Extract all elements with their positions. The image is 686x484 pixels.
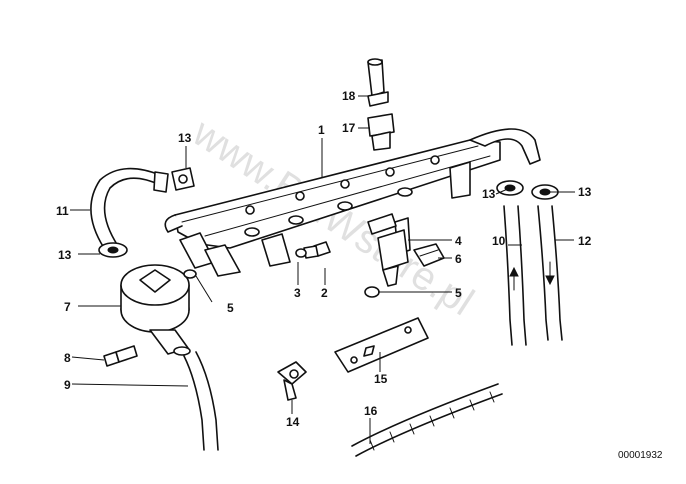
callout-14: 14 <box>286 415 300 429</box>
callout-11: 11 <box>56 204 69 218</box>
callout-13d: 13 <box>578 185 592 199</box>
callout-15: 15 <box>374 372 388 386</box>
callout-2: 2 <box>321 286 328 300</box>
hose-clamp-a[interactable] <box>171 167 195 191</box>
leader-lines <box>70 95 575 444</box>
hose-clamp-b[interactable] <box>98 242 128 258</box>
fuel-hose-11[interactable] <box>90 167 169 249</box>
seal-ring-a[interactable] <box>183 269 197 279</box>
fuel-rail[interactable] <box>164 128 541 277</box>
callout-4: 4 <box>455 234 462 248</box>
callout-8: 8 <box>64 351 71 365</box>
fuel-hose-9[interactable] <box>183 351 219 451</box>
callout-18: 18 <box>342 89 356 103</box>
bracket-plate[interactable] <box>334 317 429 373</box>
callout-9: 9 <box>64 378 71 392</box>
fuel-hose-12[interactable] <box>537 205 563 341</box>
callout-7: 7 <box>64 300 71 314</box>
washer[interactable] <box>295 248 307 258</box>
callout-5a: 5 <box>227 301 234 315</box>
callout-5b: 5 <box>455 286 462 300</box>
callout-13a: 13 <box>178 131 192 145</box>
callout-13c: 13 <box>482 187 496 201</box>
callout-13b: 13 <box>58 248 72 262</box>
callout-16: 16 <box>364 404 378 418</box>
seal-ring-b[interactable] <box>364 286 380 298</box>
callout-1: 1 <box>318 123 325 137</box>
fuel-injector[interactable] <box>367 213 411 287</box>
protective-sleeve[interactable] <box>351 383 503 457</box>
pressure-regulator[interactable] <box>120 264 191 356</box>
fuel-hose-10[interactable] <box>503 205 527 346</box>
rail-connector[interactable] <box>367 113 395 151</box>
hose-clip[interactable] <box>277 361 307 401</box>
document-number: 00001932 <box>618 450 663 461</box>
screw[interactable] <box>303 241 331 259</box>
callouts: 1 2 3 4 5 5 6 7 8 9 10 11 12 13 13 13 13… <box>56 89 592 429</box>
callout-17: 17 <box>342 121 356 135</box>
bolt[interactable] <box>103 345 138 367</box>
callout-3: 3 <box>294 286 301 300</box>
callout-10: 10 <box>492 234 506 248</box>
callout-12: 12 <box>578 234 592 248</box>
callout-6: 6 <box>455 252 462 266</box>
vent-cap[interactable] <box>367 58 389 107</box>
